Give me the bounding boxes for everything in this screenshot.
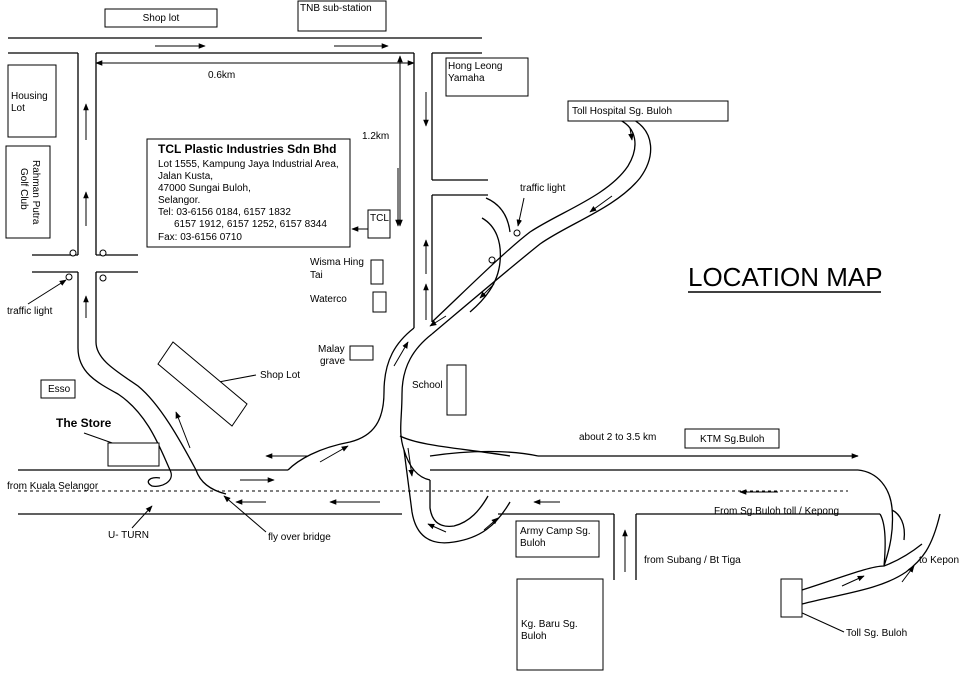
toll-sg-buloh-label: Toll Sg. Buloh	[846, 628, 907, 639]
hong-leong-box	[445, 57, 529, 97]
traffic-light-icon	[99, 249, 107, 257]
callout-line	[131, 505, 153, 529]
kg-baru-label-2: Buloh	[521, 631, 547, 642]
traffic-light-icon	[69, 249, 77, 257]
the-store-box	[107, 442, 160, 467]
traffic-light-label: traffic light	[7, 306, 53, 317]
from-sg-buloh-toll-label: From Sg.Buloh toll / Kepong	[714, 506, 839, 517]
direction-arrow	[175, 411, 191, 449]
company-address-line: Selangor.	[158, 195, 200, 206]
wisma-hing-tai-box	[370, 259, 384, 285]
shop-lot-mid-box	[157, 341, 248, 427]
esso-box	[40, 379, 76, 399]
wisma-hing-tai-label-2: Tai	[310, 270, 323, 281]
u-turn-loop	[147, 469, 227, 495]
tcl-box	[367, 209, 391, 239]
esso-label: Esso	[48, 384, 71, 395]
from-kuala-selangor-label: from Kuala Selangor	[7, 481, 99, 492]
direction-arrow	[483, 517, 499, 531]
malay-grave-label-1: Malay	[318, 344, 345, 355]
direction-arrow	[479, 283, 495, 299]
shop-lot-top-label: Shop lot	[143, 13, 180, 24]
hong-leong-label-1: Hong Leong	[448, 61, 503, 72]
toll-hospital-road	[431, 119, 652, 335]
company-phone-line: 6157 1912, 6157 1252, 6157 8344	[174, 219, 327, 230]
army-camp-label-2: Buloh	[520, 538, 546, 549]
tnb-box	[297, 0, 387, 32]
hong-leong-label-2: Yamaha	[448, 73, 485, 84]
direction-arrow	[407, 447, 414, 477]
company-phone-line: Tel: 03-6156 0184, 6157 1832	[158, 207, 291, 218]
left-road	[32, 53, 197, 471]
u-turn-label: U- TURN	[108, 530, 149, 541]
housing-lot-label-2: Lot	[11, 103, 25, 114]
traffic-light-icon	[513, 229, 521, 237]
toll-hospital-label: Toll Hospital Sg. Buloh	[572, 106, 672, 117]
ktm-label: KTM Sg.Buloh	[700, 434, 764, 445]
direction-arrow	[319, 445, 349, 463]
company-address-line: Jalan Kusta,	[158, 171, 213, 182]
middle-road	[287, 53, 488, 481]
traffic-light-label: traffic light	[520, 183, 566, 194]
callout-line	[516, 197, 525, 227]
traffic-light-icon	[488, 256, 496, 264]
company-name: TCL Plastic Industries Sdn Bhd	[158, 142, 336, 156]
traffic-light-icon	[65, 273, 73, 281]
direction-arrow	[901, 565, 915, 583]
malay-grave-box	[349, 345, 374, 361]
tcl-label: TCL	[370, 213, 389, 224]
flyover-loop	[403, 449, 511, 544]
malay-grave-label-2: grave	[320, 356, 345, 367]
distance-label-vertical: 1.2km	[362, 131, 389, 142]
kepong-road	[801, 509, 941, 605]
top-road	[8, 37, 482, 54]
golf-club-label-2: Golf Club	[18, 168, 29, 210]
kg-baru-label-1: Kg. Baru Sg.	[521, 619, 578, 630]
shop-lot-mid-label: Shop Lot	[260, 370, 300, 381]
to-kepong-label: to Kepong	[919, 555, 959, 566]
company-address-line: 47000 Sungai Buloh,	[158, 183, 251, 194]
direction-arrow	[841, 575, 865, 587]
golf-club-box	[5, 145, 51, 239]
school-box	[446, 364, 467, 416]
housing-lot-label-1: Housing	[11, 91, 48, 102]
wisma-hing-tai-label-1: Wisma Hing	[310, 257, 364, 268]
callout-line	[223, 495, 267, 533]
company-address-line: Lot 1555, Kampung Jaya Industrial Area,	[158, 159, 339, 170]
map-title: LOCATION MAP	[688, 262, 883, 292]
direction-arrow	[589, 195, 613, 213]
kg-baru-box	[516, 578, 604, 671]
toll-sg-buloh-box	[780, 578, 803, 618]
ktm-box	[684, 428, 780, 449]
direction-arrow	[628, 127, 634, 141]
school-label: School	[412, 380, 443, 391]
traffic-light-icon	[99, 274, 107, 282]
tnb-label: TNB sub-station	[300, 3, 372, 14]
company-info-box	[146, 138, 351, 248]
callout-line	[799, 611, 845, 633]
housing-lot-box	[7, 64, 57, 138]
waterco-label: Waterco	[310, 294, 347, 305]
the-store-label: The Store	[56, 416, 112, 430]
waterco-box	[372, 291, 387, 313]
shop-lot-top-box	[104, 8, 218, 28]
flyover-bridge-label: fly over bridge	[268, 532, 331, 543]
golf-club-label-1: Rahman Putra	[30, 160, 41, 225]
army-camp-box	[515, 520, 600, 558]
toll-hospital-box	[567, 100, 729, 122]
distance-label-horizontal: 0.6km	[208, 70, 235, 81]
from-subang-label: from Subang / Bt Tiga	[644, 555, 741, 566]
direction-arrow	[429, 315, 447, 327]
direction-arrow	[393, 341, 409, 367]
army-camp-label-1: Army Camp Sg.	[520, 526, 591, 537]
distance-about-label: about 2 to 3.5 km	[579, 432, 656, 443]
callout-line	[27, 279, 67, 305]
company-fax-line: Fax: 03-6156 0710	[158, 232, 242, 243]
direction-arrow	[427, 523, 447, 533]
